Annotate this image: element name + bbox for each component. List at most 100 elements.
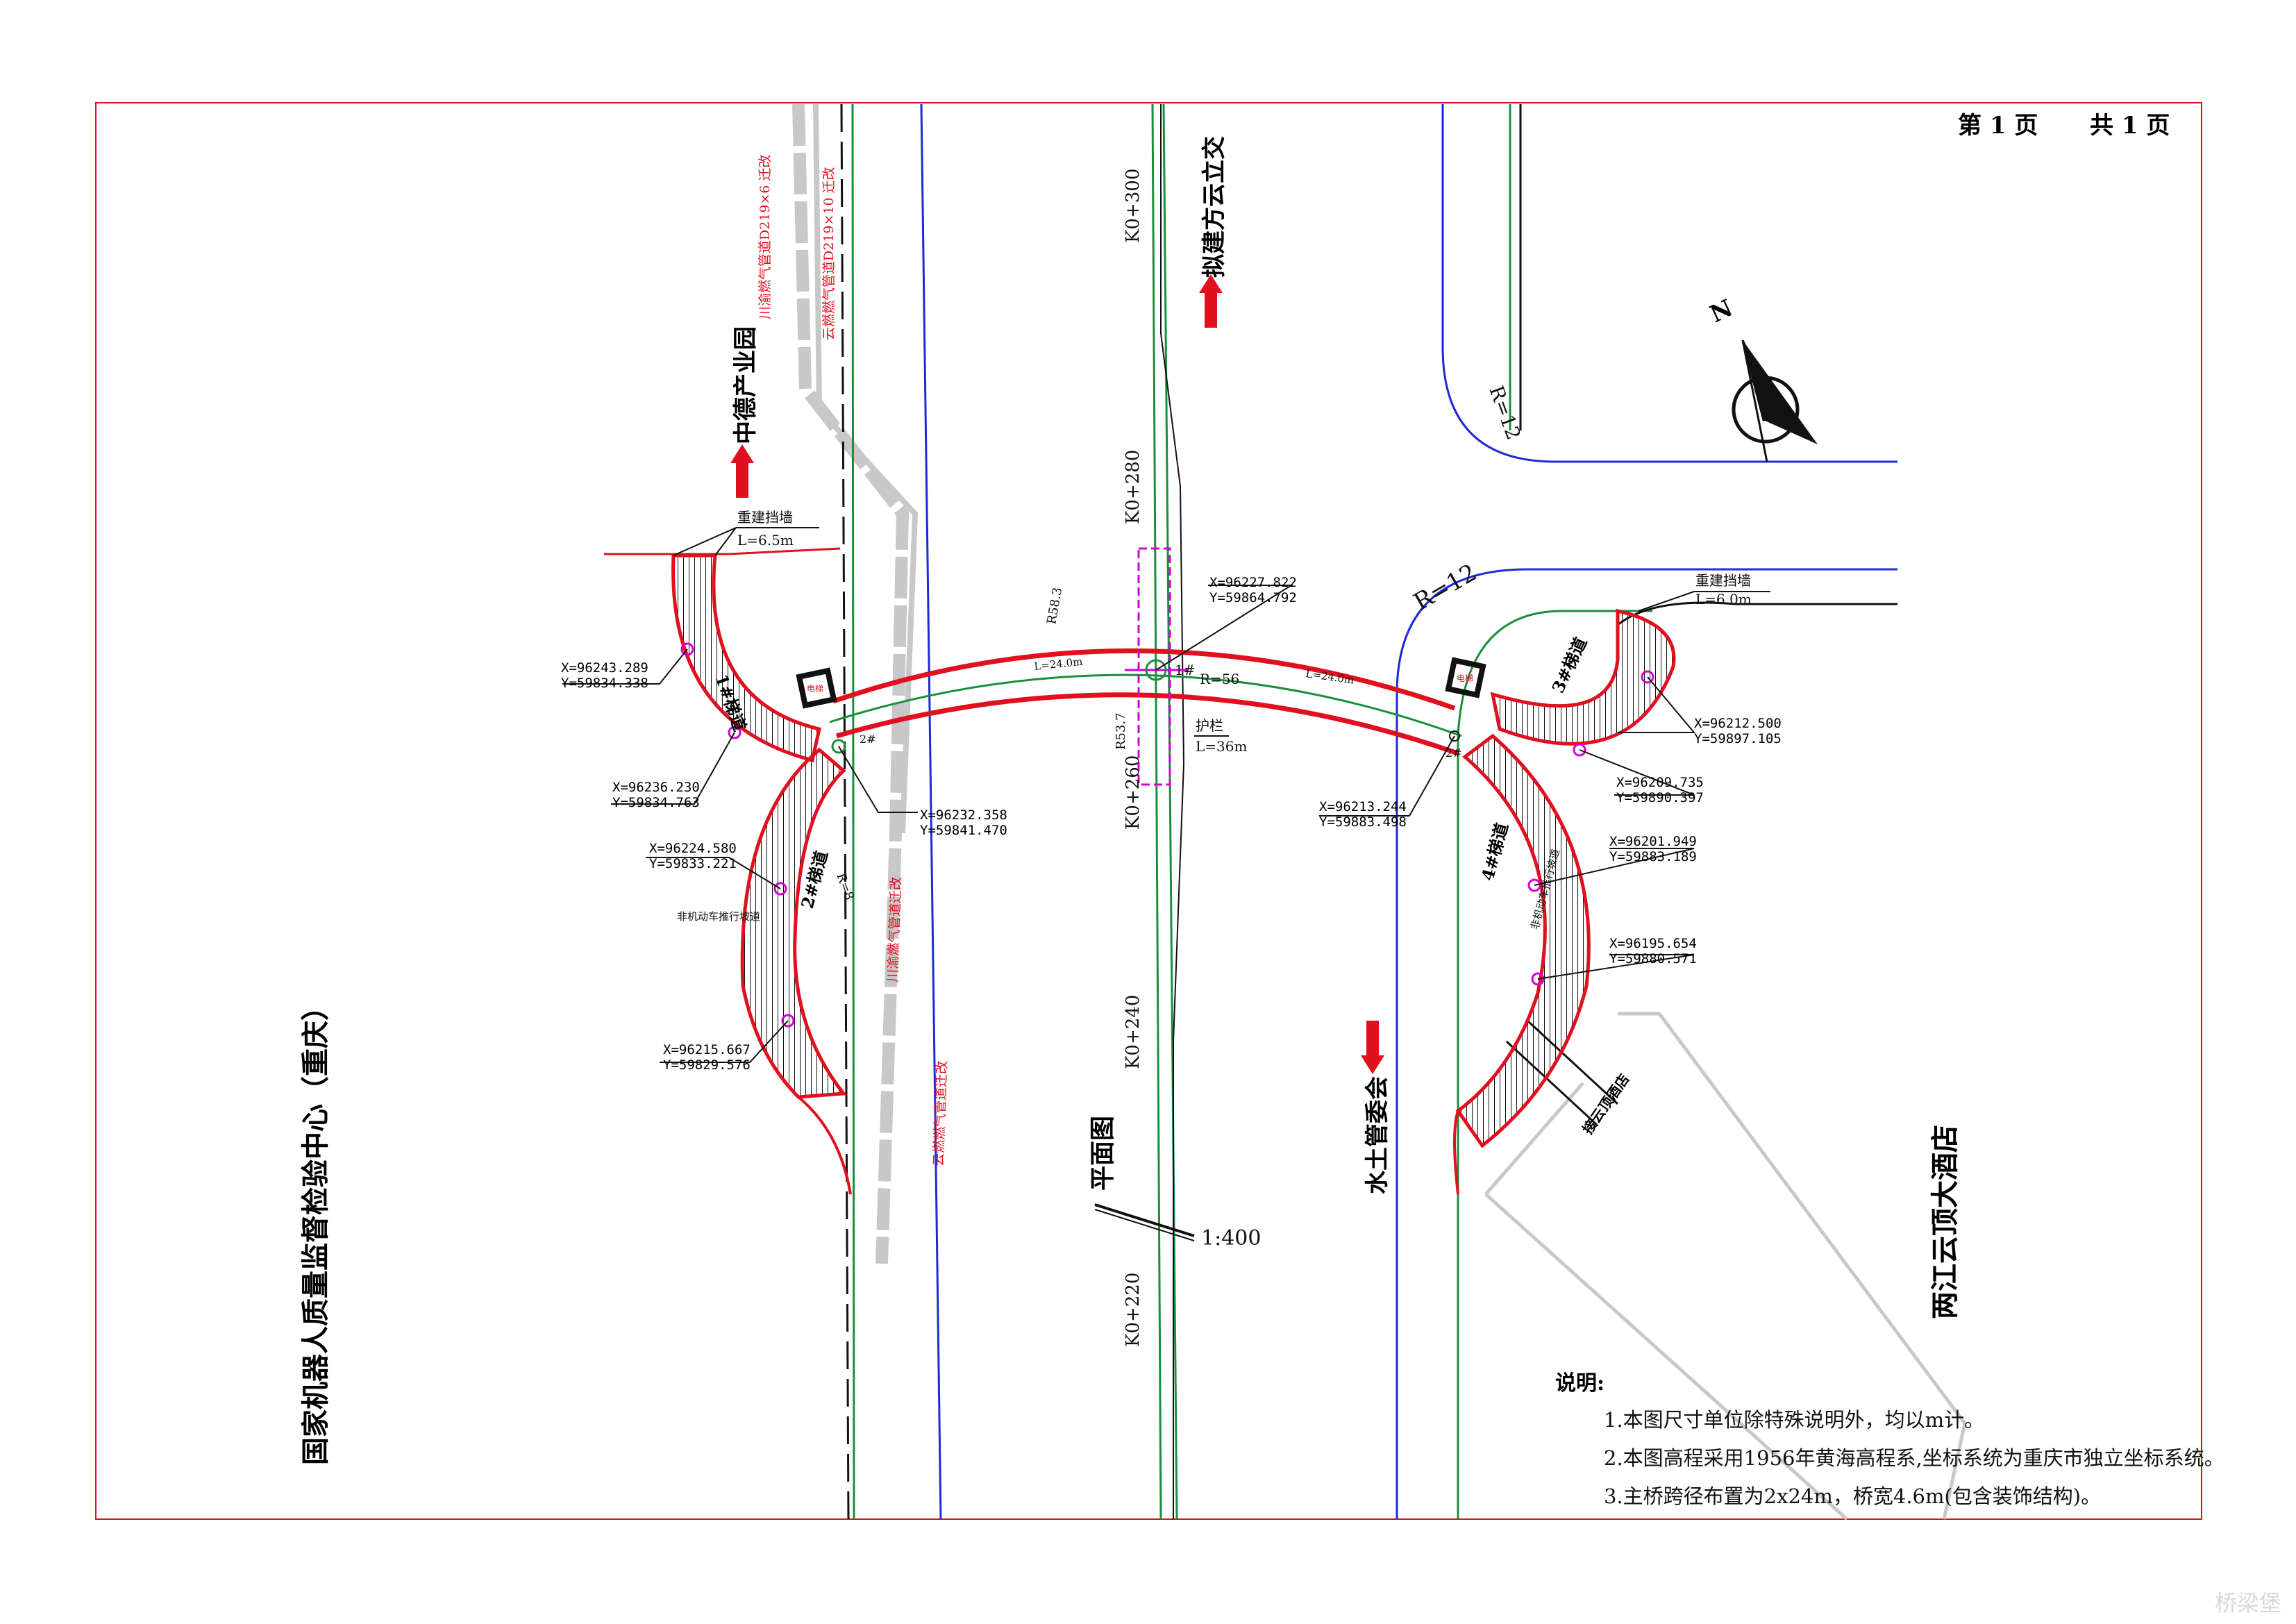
ramp-2-body [740,747,847,1099]
svg-text:重建挡墙: 重建挡墙 [1695,572,1751,589]
elevator-right: 电梯 [1445,657,1486,698]
svg-text:Y=59829.576: Y=59829.576 [663,1057,751,1073]
span-left: L=24.0m [1034,655,1084,673]
chainage-k0-240: K0+240 [1123,995,1143,1069]
north-arrow-icon: N [1706,294,1818,462]
svg-text:X=96195.654: X=96195.654 [1609,936,1697,951]
chainage-k0-260: K0+260 [1123,755,1143,830]
drawing-frame [95,102,2202,1520]
arrow-up-park: 中德产业园 [730,326,760,498]
gray-pipe-band-2 [813,103,919,834]
radius-r58: R58.3 [1044,586,1065,625]
svg-text:Y=59883.189: Y=59883.189 [1609,849,1697,864]
svg-text:L=6.0m: L=6.0m [1695,591,1752,608]
svg-text:3.主桥跨径布置为2x24m，桥宽4.6m(包含装饰结构)。: 3.主桥跨径布置为2x24m，桥宽4.6m(包含装饰结构)。 [1604,1484,2101,1508]
svg-text:Y=59864.792: Y=59864.792 [1209,590,1297,605]
marker-4 [781,1014,795,1028]
arrow-up-interchange: 拟建方云立交 [1199,136,1228,328]
svg-text:X=96215.667: X=96215.667 [663,1042,751,1057]
marker-2 [728,726,741,739]
page-number: 第 1 页 [1958,112,2038,140]
guard-rail: 护栏 L=36m [1194,717,1247,755]
svg-text:X=96243.289: X=96243.289 [561,660,648,676]
hotel-parcel-2 [1484,1193,1848,1521]
svg-text:1:400: 1:400 [1201,1226,1261,1250]
topright-blue-road [1441,104,1897,463]
svg-text:L=36m: L=36m [1196,738,1247,755]
svg-text:X=96213.244: X=96213.244 [1319,799,1407,814]
right-wall-curve [1617,601,1897,626]
center-green-b [1162,103,1178,1520]
ramp-2-outer [797,1096,852,1195]
pipe-label-2: 云燃燃气管道D219×10 迁改 [821,167,837,340]
ramp-3-body [1490,608,1676,746]
svg-text:中德产业园: 中德产业园 [732,326,760,444]
bike-ramp-left: 非机动车推行坡道 [677,910,760,923]
svg-text:说明:: 说明: [1555,1371,1604,1396]
svg-text:X=96224.580: X=96224.580 [649,841,737,856]
left-blue-edge [920,103,942,1520]
svg-text:平面图: 平面图 [1088,1116,1117,1191]
marker-7 [1527,878,1541,892]
svg-text:电梯: 电梯 [1457,673,1473,683]
bridge-outer-edge [832,648,1456,711]
svg-text:Y=59833.221: Y=59833.221 [649,856,737,871]
svg-text:拟建方云立交: 拟建方云立交 [1200,136,1228,278]
watermark-logo: 桥梁堡 [2215,1590,2281,1616]
hotel-label: 两江云顶大酒店 [1929,1125,1961,1319]
left-curb [840,103,850,1520]
marker-6 [1573,743,1586,757]
radius-r53: R53.7 [1114,712,1128,750]
svg-text:N: N [1706,294,1737,328]
svg-text:X=96236.230: X=96236.230 [612,780,700,795]
leader-lines [562,585,1696,1063]
pier-1-column [1145,659,1167,681]
pier-2-right-label: 2# [1446,746,1462,760]
svg-text:水土管委会: 水土管委会 [1364,1076,1391,1194]
chainage-k0-220: K0+220 [1123,1273,1143,1347]
center-pier-band [1137,547,1171,786]
pipe-label-4: 云燃燃气管道迁改 [931,1060,950,1166]
wall-left: 重建挡墙 L=6.5m [673,509,819,556]
page-total: 共 1 页 [2090,112,2170,140]
center-axis [1160,104,1185,1519]
svg-text:Y=59834.338: Y=59834.338 [561,676,648,691]
ramp-3-label: 3#梯道 [1548,634,1591,696]
svg-text:Y=59897.105: Y=59897.105 [1694,731,1782,746]
radius-r12-side: R=12 [1409,558,1482,616]
svg-text:1.本图尺寸单位除特殊说明外，均以m计。: 1.本图尺寸单位除特殊说明外，均以m计。 [1604,1408,1984,1432]
ramp-1-body [671,553,821,763]
svg-text:X=96227.822: X=96227.822 [1209,575,1297,590]
pier-2-left-label: 2# [860,733,876,746]
bridge-inner-edge [836,692,1459,756]
arrow-down-committee: 水土管委会 [1361,1021,1391,1194]
left-green-lane [851,103,855,1520]
ramp-4-outer [1453,1110,1459,1195]
gray-pipe-band [792,103,910,1264]
chainage-k0-280: K0+280 [1123,450,1143,524]
svg-text:X=96212.500: X=96212.500 [1694,716,1782,731]
svg-text:X=96209.735: X=96209.735 [1616,775,1704,790]
svg-text:X=96201.949: X=96201.949 [1609,834,1697,849]
wall-right: 重建挡墙 L=6.0m [1638,572,1770,612]
svg-text:护栏: 护栏 [1196,717,1223,734]
svg-text:Y=59883.498: Y=59883.498 [1319,814,1407,830]
notes-block: 说明: 1.本图尺寸单位除特殊说明外，均以m计。 2.本图高程采用1956年黄海… [1555,1371,2224,1508]
ramp-4-label: 4#梯道 [1477,821,1512,882]
marker-5 [1641,670,1654,684]
pier-2-right-column [1449,730,1460,742]
bridge-centerline [829,673,1462,737]
svg-text:Y=59880.571: Y=59880.571 [1609,951,1697,966]
svg-text:Y=59890.397: Y=59890.397 [1616,790,1704,805]
radius-r56: R=56 [1200,671,1239,687]
elevator-left: 电梯 [796,667,837,709]
